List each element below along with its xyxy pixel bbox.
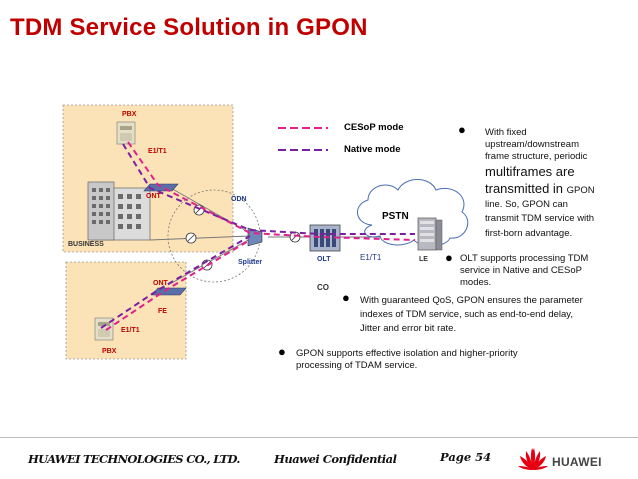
- bullet-1-line-2: upstream/downstream: [485, 139, 579, 150]
- bullet-1-line-5: transmitted in GPON: [485, 180, 595, 199]
- huawei-logo-icon: [518, 448, 548, 470]
- bullet-1-line-1: With fixed: [485, 127, 527, 138]
- bullet-3: With guaranteed QoS, GPON ensures the pa…: [360, 294, 583, 336]
- bullet-dot-2: ●: [445, 250, 453, 265]
- ont-top-label: ONT: [146, 193, 161, 200]
- odn-label: ODN: [231, 196, 247, 203]
- ont-bottom-label: ONT: [153, 280, 168, 287]
- le-label: LE: [419, 256, 428, 263]
- bullet-1-line-3: frame structure, periodic: [485, 151, 588, 162]
- pbx-top-icon: [116, 121, 136, 145]
- pstn-label: PSTN: [382, 211, 409, 222]
- footer-page-number: Page 54: [440, 450, 492, 464]
- bullet-dot-1: ●: [458, 122, 466, 137]
- bullet-3-line-2: indexes of TDM service, such as end-to-e…: [360, 309, 573, 320]
- olt-label: OLT: [317, 256, 331, 263]
- bullet-1-line-5b: GPON: [566, 185, 595, 196]
- bullet-2: OLT supports processing TDM service in N…: [460, 253, 588, 289]
- bullet-1: With fixed upstream/downstream frame str…: [485, 127, 595, 241]
- bullet-3-line-1: With guaranteed QoS, GPON ensures the pa…: [360, 295, 583, 306]
- e1t1-bottom-label: E1/T1: [121, 327, 140, 334]
- pbx-bottom-label: PBX: [102, 348, 117, 355]
- bullet-4: GPON supports effective isolation and hi…: [296, 348, 518, 372]
- bullet-3-line-3: Jitter and error bit rate.: [360, 323, 457, 334]
- bullet-1-line-5a: transmitted in: [485, 181, 567, 196]
- footer-divider: [0, 437, 638, 438]
- bullet-dot-4: ●: [278, 344, 286, 359]
- pbx-bottom-icon: [94, 317, 114, 341]
- co-label: CO: [317, 283, 329, 292]
- cesop-paths: [105, 141, 416, 331]
- bullet-1-line-8: first-born advantage.: [485, 228, 573, 239]
- bullet-2-line-2: service in Native and CESoP: [460, 265, 582, 276]
- footer-company: HUAWEI TECHNOLOGIES CO., LTD.: [28, 452, 240, 466]
- footer-confidential: Huawei Confidential: [274, 452, 397, 466]
- slide-title: TDM Service Solution in GPON: [10, 14, 368, 41]
- business-label: BUSINESS: [68, 241, 104, 248]
- huawei-brand-text: HUAWEI: [552, 455, 602, 469]
- bullet-1-line-7: transmit TDM service with: [485, 213, 595, 224]
- bullet-2-line-1: OLT supports processing TDM: [460, 253, 589, 264]
- native-paths: [100, 143, 415, 329]
- e1t1-top-label: E1/T1: [148, 148, 167, 155]
- splitter-label: Splitter: [238, 259, 263, 266]
- pbx-top-label: PBX: [122, 111, 137, 118]
- legend-cesop-label: CESoP mode: [344, 122, 404, 133]
- bullet-4-line-1: GPON supports effective isolation and hi…: [296, 348, 518, 359]
- business-building-icon: [87, 181, 151, 241]
- legend-native-label: Native mode: [344, 144, 401, 155]
- fe-label: FE: [158, 308, 167, 315]
- network-diagram: [62, 104, 469, 360]
- bullet-dot-3: ●: [342, 290, 350, 305]
- bullet-1-line-4: multiframes are: [485, 164, 575, 179]
- bullet-1-line-6: line. So, GPON can: [485, 199, 568, 210]
- bullet-2-line-3: modes.: [460, 277, 492, 288]
- pstn-cloud: [357, 179, 469, 247]
- le-switch-icon: [417, 217, 443, 251]
- e1t1-olt-label: E1/T1: [360, 253, 382, 262]
- bullet-4-line-2: processing of TDAM service.: [296, 360, 418, 371]
